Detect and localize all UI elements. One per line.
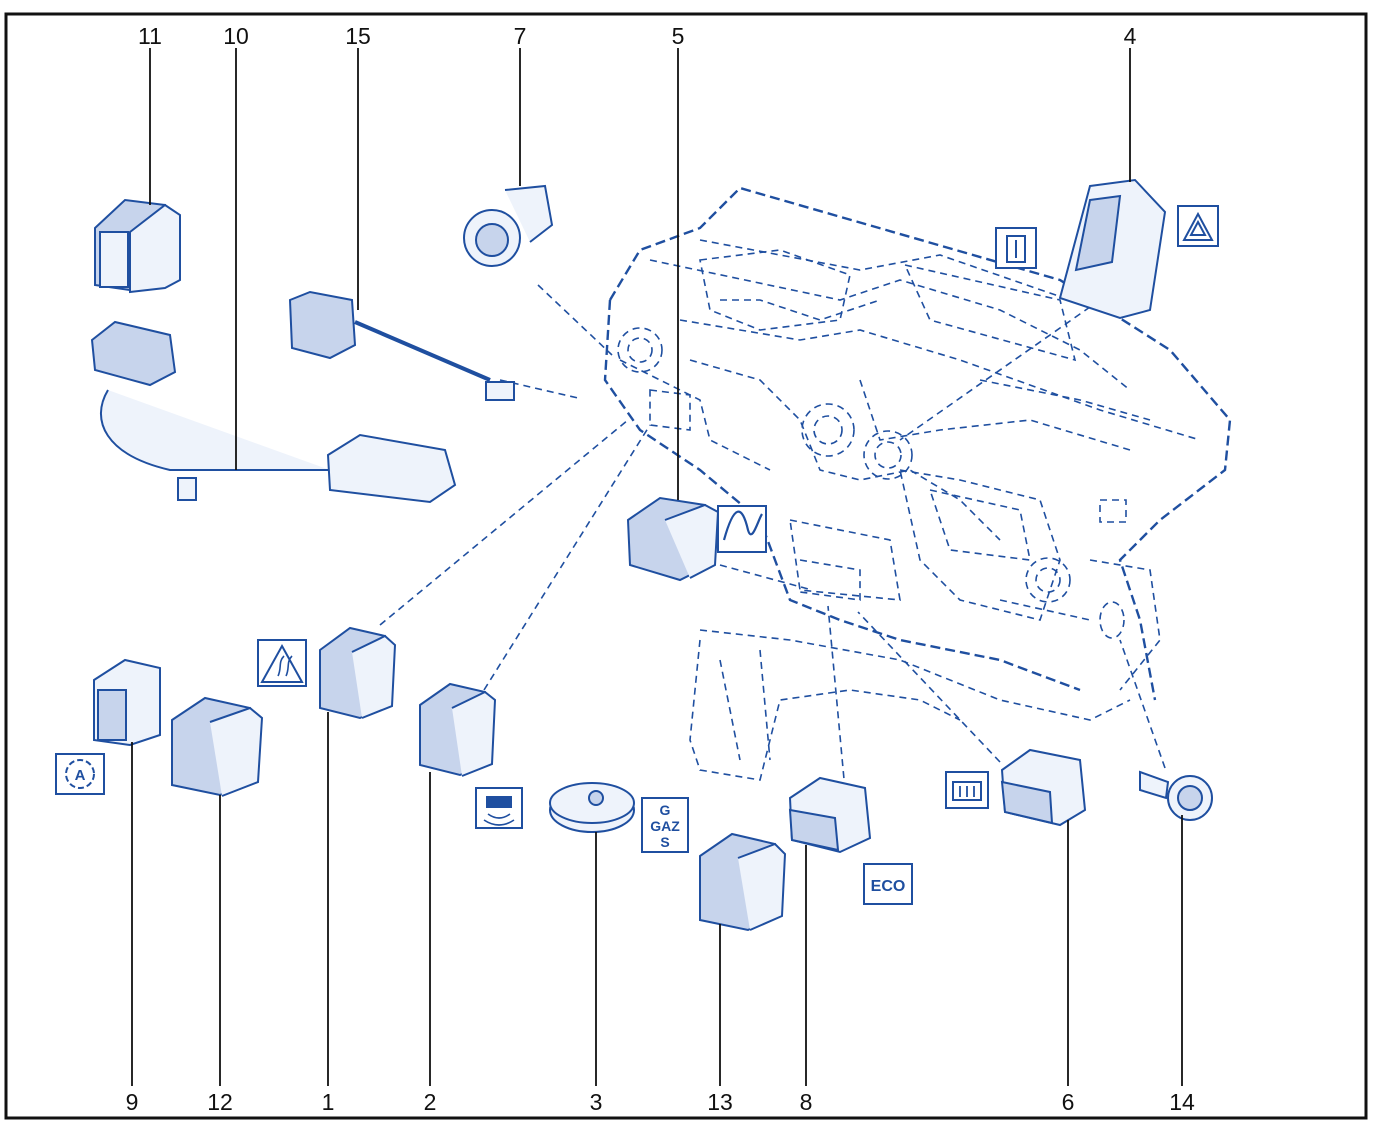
stop-start-icon	[717, 505, 767, 553]
callout-2: 2	[424, 1089, 437, 1115]
part-10-radio-remote	[90, 320, 457, 504]
callout-8: 8	[800, 1089, 813, 1115]
diagram-frame	[4, 12, 1368, 1120]
part-2-switch	[419, 682, 497, 777]
part-15-steering-switch	[288, 290, 515, 401]
parking-sensor-icon	[475, 787, 523, 829]
assembly-arrows	[379, 284, 1166, 791]
callout-9: 9	[126, 1089, 139, 1115]
callout-11: 11	[138, 23, 162, 49]
callout-12: 12	[207, 1089, 233, 1115]
gas-symbol-s: S	[660, 834, 669, 850]
svg-text:A: A	[75, 767, 86, 784]
part-14-socket	[1139, 770, 1213, 821]
callout-5: 5	[672, 23, 685, 49]
callout-14: 14	[1169, 1089, 1195, 1115]
hazard-warning-icon	[1177, 205, 1219, 247]
leader-lines	[131, 48, 1183, 1086]
part-7-rotary-control	[463, 184, 554, 267]
callout-labels: 11 10 15 7 5 4 9 12 1 2 3 13 8 6 14	[126, 23, 1195, 1115]
callout-10: 10	[223, 23, 249, 49]
callout-13: 13	[707, 1089, 733, 1115]
speed-limiter-icon: A	[55, 753, 105, 795]
part-1-switch	[319, 626, 397, 720]
part-6-switch	[1000, 748, 1087, 827]
door-lock-icon	[995, 227, 1037, 269]
eco-symbol-text: ECO	[871, 878, 906, 895]
part-4-hazard-switch-panel	[1058, 178, 1167, 320]
callout-7: 7	[514, 23, 527, 49]
part-3-gas-switch	[549, 782, 635, 833]
part-13-switch	[699, 832, 787, 932]
rear-defrost-icon	[945, 771, 989, 809]
gas-fuel-icon: G GAZ S	[641, 797, 689, 853]
callout-6: 6	[1062, 1089, 1075, 1115]
gas-symbol-gaz: GAZ	[650, 818, 680, 834]
traction-control-off-icon	[257, 639, 307, 687]
eco-mode-icon: ECO	[863, 863, 913, 905]
dashboard-assembly	[603, 186, 1232, 781]
part-9-switch	[93, 658, 161, 747]
part-12-switch	[171, 696, 264, 797]
part-11-switch	[94, 198, 181, 294]
callout-15: 15	[345, 23, 371, 49]
gas-symbol-g: G	[660, 802, 671, 818]
callout-4: 4	[1124, 23, 1137, 49]
callout-3: 3	[590, 1089, 603, 1115]
part-8-eco-switch	[788, 776, 872, 854]
callout-1: 1	[322, 1089, 335, 1115]
part-5-switch	[626, 496, 720, 582]
